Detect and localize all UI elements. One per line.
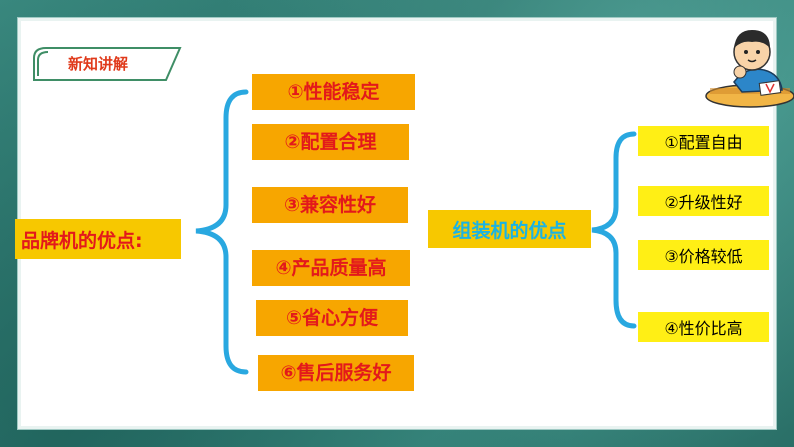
assembled-advantages-title: 组装机的优点 xyxy=(428,210,591,248)
brand-advantages-title: 品牌机的优点: xyxy=(15,219,181,259)
section-tag-shape xyxy=(33,47,182,81)
assembled-item-4: ④性价比高 xyxy=(638,312,769,342)
assembled-item-1: ①配置自由 xyxy=(638,126,769,156)
brand-item-1: ①性能稳定 xyxy=(252,74,415,110)
section-tag-label: 新知讲解 xyxy=(67,55,128,73)
section-tag: 新知讲解 xyxy=(32,46,182,82)
brand-item-6: ⑥售后服务好 xyxy=(258,355,414,391)
assembled-brace xyxy=(591,131,637,329)
brand-item-5: ⑤省心方便 xyxy=(256,300,408,336)
assembled-item-2: ②升级性好 xyxy=(638,186,769,216)
brand-item-2: ②配置合理 xyxy=(252,124,409,160)
assembled-item-3: ③价格较低 xyxy=(638,240,769,270)
brand-brace xyxy=(195,89,249,375)
brand-item-3: ③兼容性好 xyxy=(252,187,408,223)
student-illustration xyxy=(705,30,794,108)
brand-item-4: ④产品质量高 xyxy=(252,250,410,286)
